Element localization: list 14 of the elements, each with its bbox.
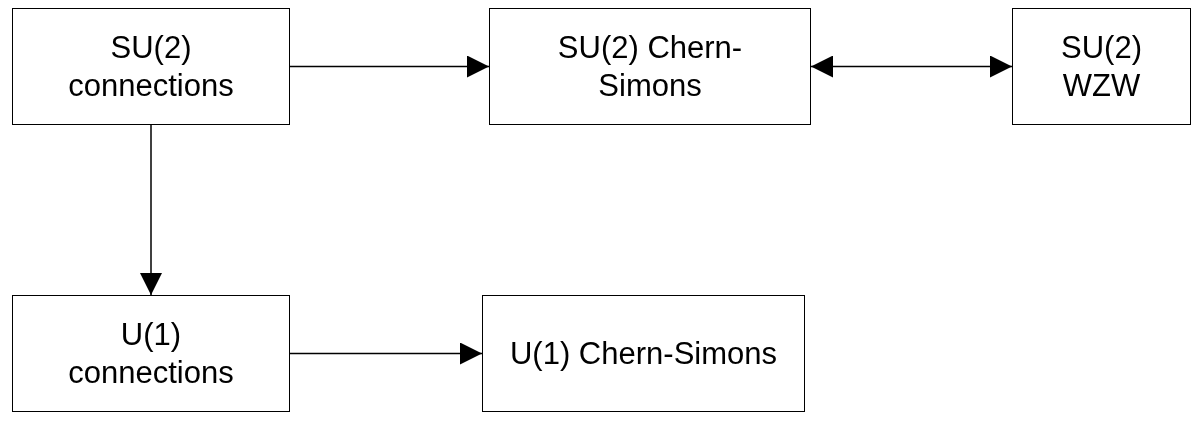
node-label: SU(2) WZW <box>1060 28 1143 105</box>
node-label: SU(2) Chern-Simons <box>556 28 744 105</box>
process-box <box>12 8 290 125</box>
arrow <box>289 55 490 78</box>
process-box <box>489 8 811 125</box>
node-label: U(1) connections <box>67 315 235 392</box>
process-box <box>12 295 290 412</box>
process-box <box>482 295 805 412</box>
node-label: SU(2) connections <box>67 28 235 105</box>
node-label: U(1) Chern-Simons <box>510 334 777 373</box>
process-box <box>1012 8 1191 125</box>
arrow <box>810 55 1013 78</box>
arrow <box>140 124 162 296</box>
arrow <box>289 342 483 365</box>
